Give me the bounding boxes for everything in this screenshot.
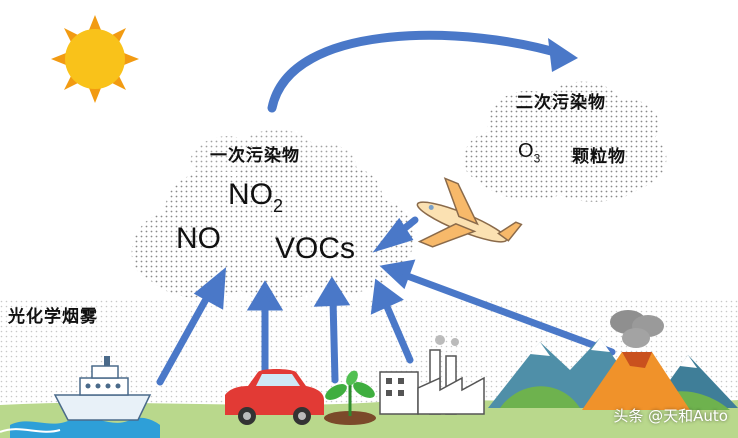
no-label: NO	[176, 222, 221, 255]
volcano-emission-arrow	[398, 270, 616, 356]
car-icon	[225, 369, 324, 425]
airplane-icon	[416, 177, 523, 248]
plant-emission-arrow	[329, 296, 339, 384]
factory-icon	[379, 335, 485, 415]
no2-subscript: 2	[273, 196, 284, 217]
conversion-arrowhead	[548, 38, 578, 72]
o3-label: O3	[518, 140, 540, 165]
ship-icon	[0, 356, 160, 438]
ship-emission-arrow	[156, 288, 214, 386]
o3-main: O	[518, 140, 534, 162]
no2-label: NO2	[228, 178, 283, 217]
watermark: 头条 @天和Auto	[613, 407, 728, 425]
primary-pollutant-cloud	[131, 129, 415, 301]
secondary-pollutant-cloud	[463, 81, 667, 202]
primary-pollutants-label: 一次污染物	[210, 146, 300, 166]
secondary-pollutants-label: 二次污染物	[516, 93, 606, 113]
vocs-label: VOCs	[275, 232, 356, 265]
factory-emission-arrow	[381, 298, 414, 364]
no2-main: NO	[228, 178, 273, 211]
particulate-matter-label: 颗粒物	[572, 147, 626, 167]
sun-icon	[51, 15, 139, 103]
photochemical-smog-title: 光化学烟雾	[8, 307, 98, 327]
volcano-icon	[582, 310, 690, 410]
conversion-arrow	[267, 30, 570, 113]
plant-icon	[324, 370, 376, 425]
o3-subscript: 3	[533, 151, 541, 166]
